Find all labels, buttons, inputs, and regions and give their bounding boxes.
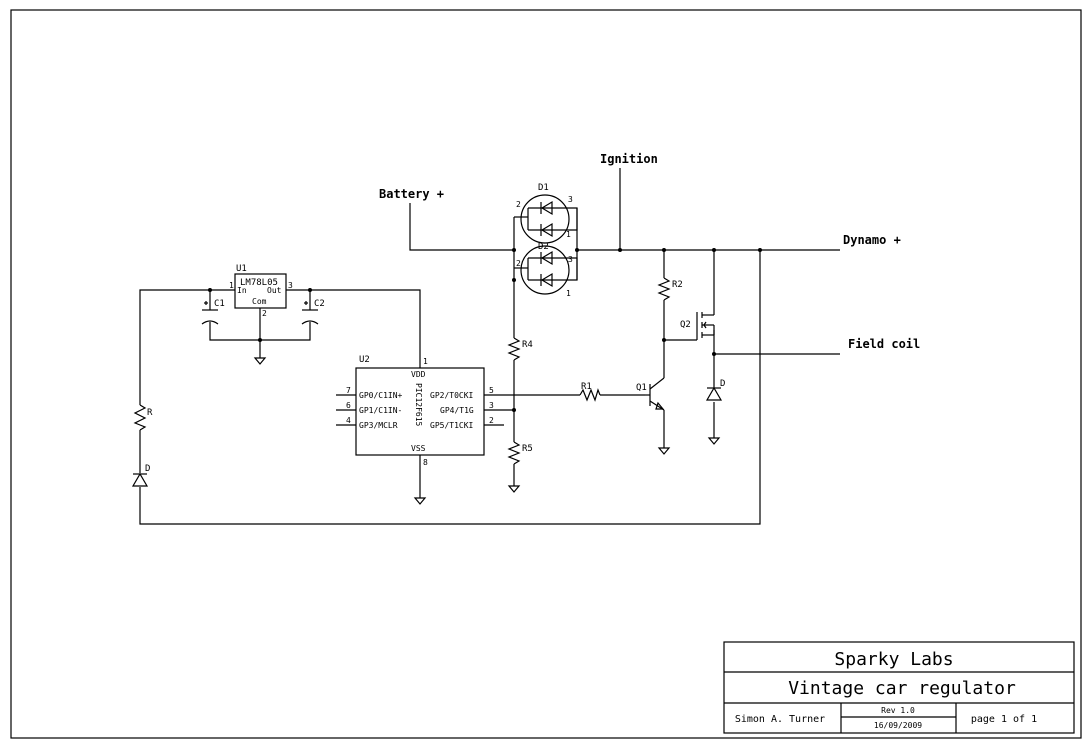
title-company: Sparky Labs (834, 649, 953, 670)
u2-left-pin-name-2: GP3/MCLR (359, 421, 398, 430)
r-left-resistor: R (133, 404, 153, 431)
u2-right-pin-num-0: 5 (489, 386, 494, 395)
d2-pin3: 3 (568, 255, 573, 264)
d1-pin2: 2 (516, 200, 521, 209)
junctions (208, 248, 762, 412)
c2-capacitor: C2 (301, 299, 325, 325)
d-left-diode: D (131, 464, 150, 487)
u2-right-pin-name-1: GP4/T1G (440, 406, 474, 415)
c2-ref: C2 (314, 299, 325, 309)
title-page: page 1 of 1 (971, 714, 1037, 725)
title-name: Vintage car regulator (788, 678, 1016, 699)
q1-transistor: Q1 (636, 377, 665, 411)
u1-pin-com: Com (252, 297, 267, 306)
u2-vdd-pin: 1 (423, 357, 428, 366)
u1-pin3: 3 (288, 281, 293, 290)
u1-pin2: 2 (262, 309, 267, 318)
u2-right-pin-name-0: GP2/T0CKI (430, 391, 474, 400)
u2-right-pin-num-2: 2 (489, 416, 494, 425)
q2-ref: Q2 (680, 320, 691, 330)
r4-ref: R4 (522, 340, 533, 350)
ground-symbols (253, 357, 721, 505)
r2-resistor: R2 (657, 277, 683, 301)
r1-resistor: R1 (579, 382, 601, 402)
u2-vdd: VDD (411, 370, 426, 379)
title-block: Sparky Labs Vintage car regulator Simon … (723, 641, 1075, 734)
u2-vss-pin: 8 (423, 458, 428, 467)
title-rev: Rev 1.0 (881, 706, 915, 715)
u1-pin-in: In (237, 286, 247, 295)
c1-ref: C1 (214, 299, 225, 309)
r-left-ref: R (147, 408, 153, 418)
u2-vss: VSS (411, 444, 426, 453)
r1-ref: R1 (581, 382, 592, 392)
u2-ref: U2 (359, 355, 370, 365)
u2-right-pin-num-1: 3 (489, 401, 494, 410)
u1-regulator: U1 LM78L05 In Out Com 1 3 2 (229, 264, 293, 318)
d2-dual-diode: D2 2 3 1 (514, 242, 573, 298)
u1-value: LM78L05 (240, 278, 278, 288)
sheet-border (10, 9, 1082, 739)
r5-ref: R5 (522, 444, 533, 454)
r4-resistor: R4 (507, 337, 533, 361)
q2-mosfet: Q2 (680, 310, 715, 340)
wires (139, 168, 840, 525)
u2-microcontroller: U2 VDD 1 VSS 8 PIC12F615 GP0/C1IN+ GP1/C… (346, 355, 494, 467)
u2-left-pin-name-1: GP1/C1IN- (359, 406, 402, 415)
d1-ref: D1 (538, 183, 549, 193)
d2-ref: D2 (538, 242, 549, 252)
r5-resistor: R5 (507, 441, 533, 465)
u2-left-pin-num-1: 6 (346, 401, 351, 410)
d1-pin1: 1 (566, 230, 571, 239)
u2-left-pin-num-0: 7 (346, 386, 351, 395)
u2-left-pin-num-2: 4 (346, 416, 351, 425)
d1-dual-diode: D1 2 3 1 (514, 183, 573, 244)
net-battery-label: Battery + (379, 187, 444, 201)
c1-capacitor: C1 (201, 299, 225, 325)
u2-left-pin-name-0: GP0/C1IN+ (359, 391, 403, 400)
d2-pin2: 2 (516, 259, 521, 268)
net-ignition-label: Ignition (600, 152, 658, 166)
u2-value: PIC12F615 (414, 383, 423, 427)
d1-pin3: 3 (568, 195, 573, 204)
u1-pin1: 1 (229, 281, 234, 290)
u1-pin-out: Out (267, 286, 282, 295)
net-field-coil-label: Field coil (848, 337, 920, 351)
u1-ref: U1 (236, 264, 247, 274)
d-right-diode: D (705, 379, 725, 401)
net-dynamo-label: Dynamo + (843, 233, 901, 247)
u2-right-pin-name-2: GP5/T1CKI (430, 421, 474, 430)
r2-ref: R2 (672, 280, 683, 290)
q1-ref: Q1 (636, 383, 647, 393)
d2-pin1: 1 (566, 289, 571, 298)
d-right-ref: D (720, 379, 725, 389)
title-date: 16/09/2009 (874, 721, 922, 730)
title-author: Simon A. Turner (735, 714, 825, 725)
d-left-ref: D (145, 464, 150, 474)
